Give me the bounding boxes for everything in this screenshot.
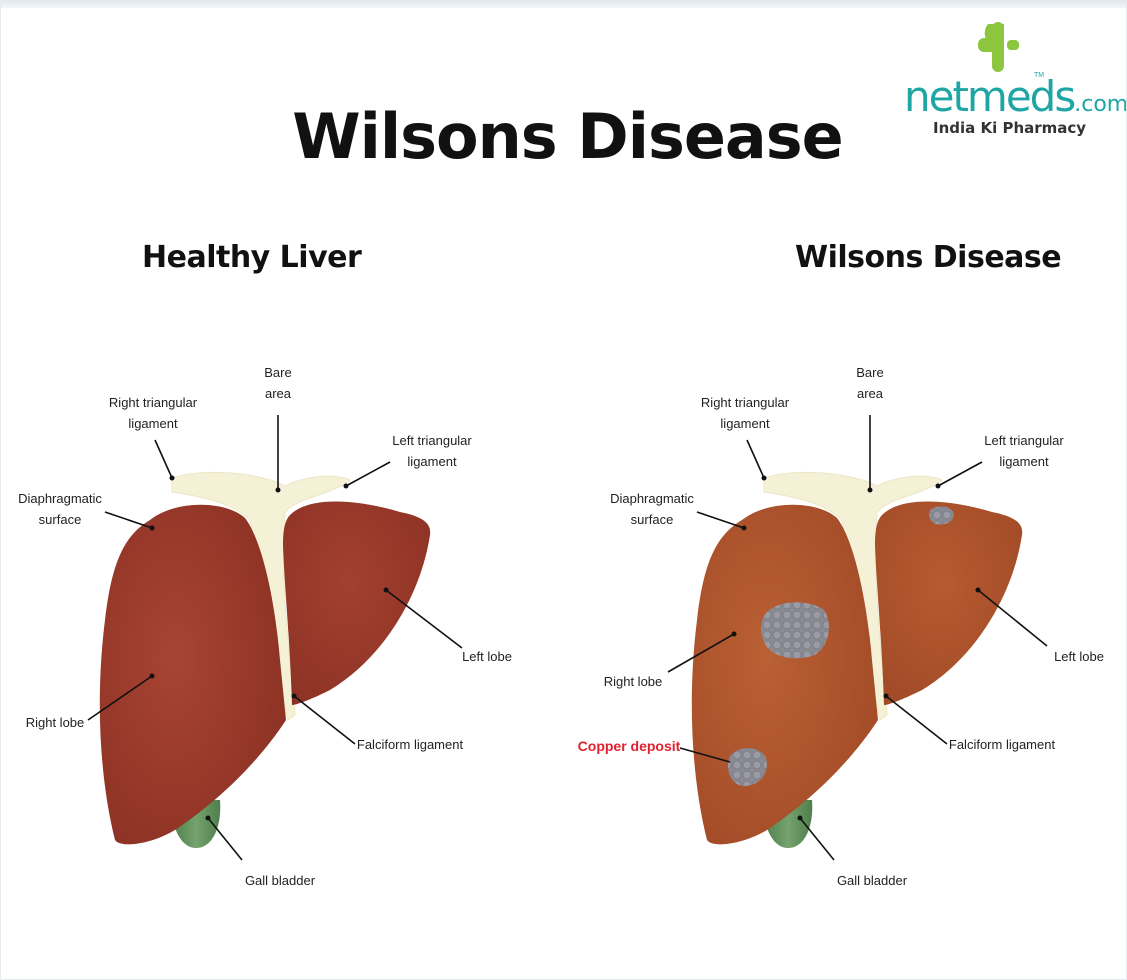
label-falciform-ligament: Falciform ligament bbox=[350, 734, 470, 755]
label-copper-deposit: Copper deposit bbox=[574, 736, 684, 757]
label-left-lobe: Left lobe bbox=[452, 646, 522, 667]
right-lobe-shape bbox=[692, 505, 878, 845]
top-decorative-strip bbox=[0, 0, 1127, 8]
label-right-lobe: Right lobe bbox=[20, 712, 90, 733]
label-left-triangular-ligament: Left triangular ligament bbox=[964, 430, 1084, 472]
label-bare-area: Bare area bbox=[840, 362, 900, 404]
label-right-lobe: Right lobe bbox=[598, 671, 668, 692]
wilsons-disease-diagram: Bare area Right triangular ligament Left… bbox=[592, 300, 1127, 940]
label-diaphragmatic-surface: Diaphragmatic surface bbox=[600, 488, 704, 530]
label-left-lobe: Left lobe bbox=[1044, 646, 1114, 667]
label-right-triangular-ligament: Right triangular ligament bbox=[680, 392, 810, 434]
copper-deposit-large bbox=[761, 602, 829, 658]
label-diaphragmatic-surface: Diaphragmatic surface bbox=[8, 488, 112, 530]
label-gall-bladder: Gall bladder bbox=[235, 870, 325, 891]
left-lobe-shape bbox=[283, 501, 430, 705]
left-lobe-shape bbox=[875, 501, 1022, 705]
healthy-liver-title: Healthy Liver bbox=[142, 240, 361, 275]
healthy-liver-diagram: Bare area Right triangular ligament Left… bbox=[0, 300, 560, 940]
label-bare-area: Bare area bbox=[248, 362, 308, 404]
page-title: Wilsons Disease bbox=[0, 100, 1127, 173]
cross-logo-icon bbox=[970, 20, 1030, 80]
label-left-triangular-ligament: Left triangular ligament bbox=[372, 430, 492, 472]
logo-trademark: TM bbox=[1034, 72, 1044, 79]
label-falciform-ligament: Falciform ligament bbox=[942, 734, 1062, 755]
wilsons-disease-title: Wilsons Disease bbox=[795, 240, 1061, 275]
label-gall-bladder: Gall bladder bbox=[827, 870, 917, 891]
label-right-triangular-ligament: Right triangular ligament bbox=[88, 392, 218, 434]
right-lobe-shape bbox=[100, 505, 286, 845]
